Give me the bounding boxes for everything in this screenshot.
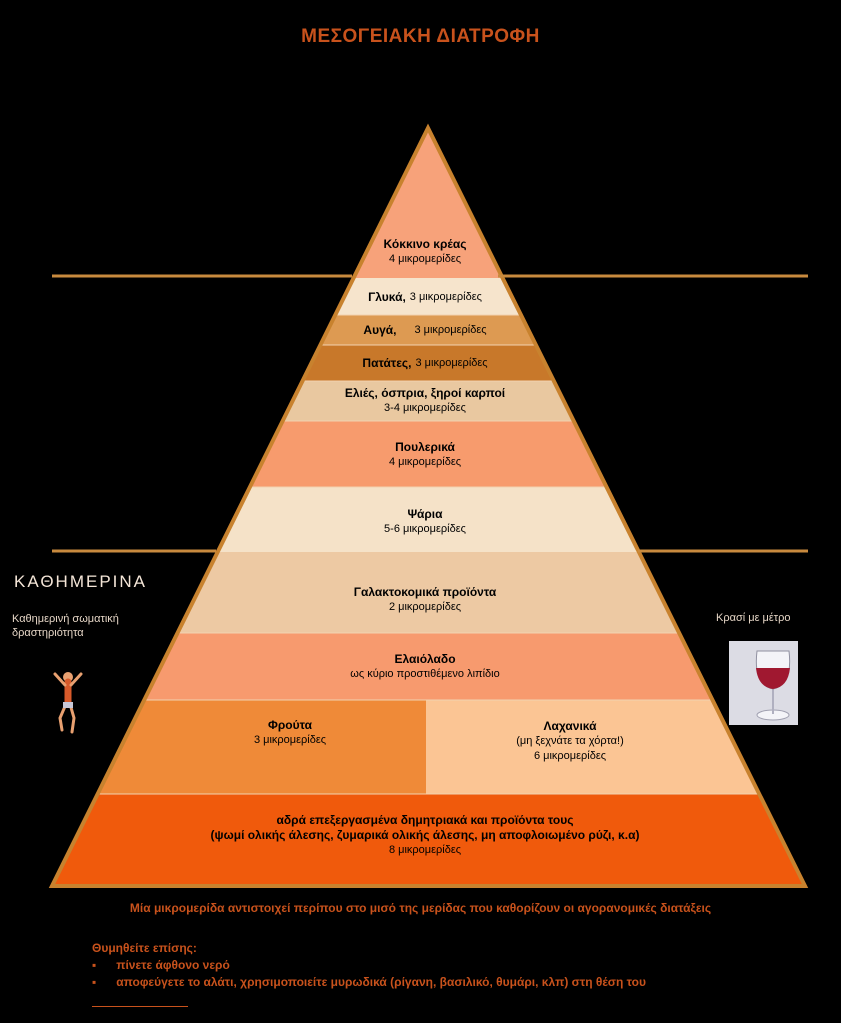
band-eggs: Αυγά, 3 μικρομερίδες <box>363 322 487 337</box>
wine-glass-icon <box>729 641 798 725</box>
band-grains: αδρά επεξεργασμένα δημητριακά και προϊόν… <box>210 812 640 856</box>
exercise-label: Καθημερινή σωματική δραστηριότητα <box>12 613 119 639</box>
band-fruits: Φρούτα 3 μικρομερίδες <box>253 718 327 746</box>
band-sweets: Γλυκά, 3 μικρομερίδες <box>368 290 482 304</box>
daily-label: ΚΑΘΗΜΕΡΙΝΑ <box>14 572 147 591</box>
page-title: ΜΕΣΟΓΕΙΑΚΗ ΔΙΑΤΡΟΦΗ <box>301 26 540 47</box>
band-vegetables: Λαχανικά (μη ξεχνάτε τα χόρτα!) 6 μικρομ… <box>516 718 624 762</box>
tip-item: ▪ αποφεύγετε το αλάτι, χρησιμοποιείτε μυ… <box>92 975 646 989</box>
tips-list: ▪ πίνετε άφθονο νερό ▪ αποφεύγετε το αλά… <box>92 958 646 989</box>
band-olive-oil: Ελαιόλαδο ως κύριο προστιθέμενο λιπίδιο <box>350 652 500 680</box>
band-olive-oil-bg <box>52 633 805 700</box>
band-poultry: Πουλερικά 4 μικρομερίδες <box>388 440 462 468</box>
runner-icon <box>53 672 83 734</box>
pyramid-outline <box>48 123 809 888</box>
weekly-label: ΕΒΔΟΜΑΔΙΑΙΑ <box>60 310 198 329</box>
divider <box>92 1006 188 1007</box>
band-dairy: Γαλακτοκομικά προϊόντα 2 μικρομερίδες <box>353 585 497 613</box>
wine-label: Κρασί με μέτρο <box>716 612 791 624</box>
band-fish: Ψάρια 5-6 μικρομερίδες <box>384 507 466 535</box>
portion-footnote: Μία μικρομερίδα αντιστοιχεί περίπου στο … <box>129 901 712 915</box>
tip-item: ▪ πίνετε άφθονο νερό <box>92 958 230 972</box>
monthly-label: ΜΗΝΙΑΙΑ <box>52 228 137 247</box>
band-olives: Ελιές, όσπρια, ξηροί καρποί 3-4 μικρομερ… <box>344 386 506 414</box>
tips-title: Θυμηθείτε επίσης: <box>92 941 197 955</box>
band-red-meat: Κόκκινο κρέας 4 μικρομερίδες <box>383 237 467 265</box>
band-grains-bg <box>52 794 805 886</box>
band-potatoes: Πατάτες, 3 μικρομερίδες <box>362 355 488 370</box>
